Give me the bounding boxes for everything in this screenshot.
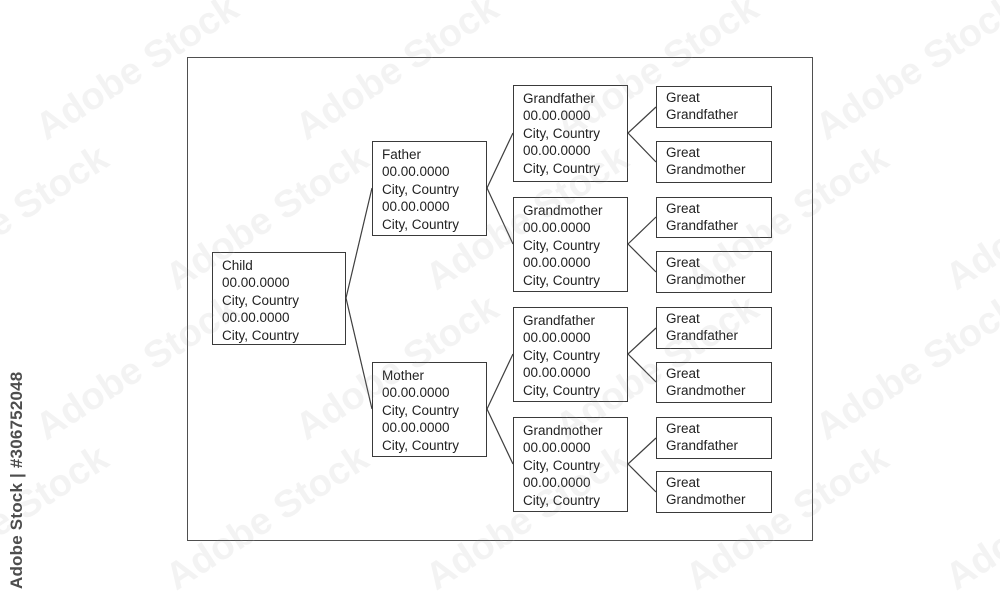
box-text-line: Great <box>666 475 700 490</box>
box-text-line: 00.00.0000 <box>222 275 290 291</box>
box-text-line: Great <box>666 311 700 326</box>
box-text-line: Grandmother <box>666 492 746 508</box>
box-text-line: Mother <box>382 368 425 383</box>
box-text-line: City, Country <box>523 125 601 141</box>
box-text-line: City, Country <box>382 437 460 453</box>
box-text-line: Grandfather <box>666 218 739 234</box>
watermark-text: Adobe Stock <box>938 437 1000 599</box>
box-text-line: 00.00.0000 <box>523 365 591 381</box>
box-text-line: City, Country <box>523 492 601 508</box>
diagram-frame <box>187 57 813 541</box>
box-text-line: 00.00.0000 <box>382 164 450 180</box>
box-text-line: City, Country <box>523 272 601 288</box>
box-text-line: City, Country <box>523 237 601 253</box>
box-text-line: 00.00.0000 <box>222 310 290 326</box>
box-text-line: Grandfather <box>666 328 739 344</box>
box-text-line: Grandfather <box>523 313 596 328</box>
watermark-text: Adobe Stock <box>0 136 116 299</box>
box-text-line: Grandmother <box>523 423 603 438</box>
box-text-line: 00.00.0000 <box>382 199 450 215</box>
box-text-line: Father <box>382 147 422 162</box>
box-text-line: 00.00.0000 <box>523 330 591 346</box>
box-text-line: Grandfather <box>666 438 739 454</box>
watermark-text: Adobe Stock <box>938 137 1000 299</box>
box-text-line: Great <box>666 421 700 436</box>
box-text-line: Great <box>666 201 700 216</box>
box-text-line: Grandmother <box>523 203 603 218</box>
box-text-line: Grandfather <box>666 107 739 123</box>
box-text-line: Grandmother <box>666 162 746 178</box>
box-text-line: 00.00.0000 <box>523 143 591 159</box>
box-text-line: Great <box>666 90 700 105</box>
box-text-line: Grandfather <box>523 91 596 106</box>
box-text-line: 00.00.0000 <box>382 420 450 436</box>
box-text-line: 00.00.0000 <box>382 385 450 401</box>
box-text-line: 00.00.0000 <box>523 108 591 124</box>
box-text-line: Great <box>666 145 700 160</box>
box-text-line: Grandmother <box>666 272 746 288</box>
box-text-line: 00.00.0000 <box>523 255 591 271</box>
box-text-line: Great <box>666 255 700 270</box>
box-text-line: Grandmother <box>666 383 746 399</box>
box-text-line: 00.00.0000 <box>523 440 591 456</box>
box-text-line: 00.00.0000 <box>523 220 591 236</box>
box-text-line: City, Country <box>222 327 300 343</box>
box-text-line: City, Country <box>382 402 460 418</box>
box-text-line: City, Country <box>523 382 601 398</box>
watermark-text: Adobe Stock <box>808 286 1000 449</box>
box-text-line: City, Country <box>523 457 601 473</box>
box-text-line: City, Country <box>382 216 460 232</box>
box-text-line: City, Country <box>222 292 300 308</box>
box-text-line: City, Country <box>382 181 460 197</box>
box-text-line: Great <box>666 366 700 381</box>
adobe-stock-credit: Adobe Stock | #306752048 <box>7 371 26 589</box>
box-text-line: City, Country <box>523 347 601 363</box>
box-text-line: City, Country <box>523 160 601 176</box>
box-text-line: Child <box>222 258 253 273</box>
watermark-text: Adobe Stock <box>808 0 1000 149</box>
box-text-line: 00.00.0000 <box>523 475 591 491</box>
